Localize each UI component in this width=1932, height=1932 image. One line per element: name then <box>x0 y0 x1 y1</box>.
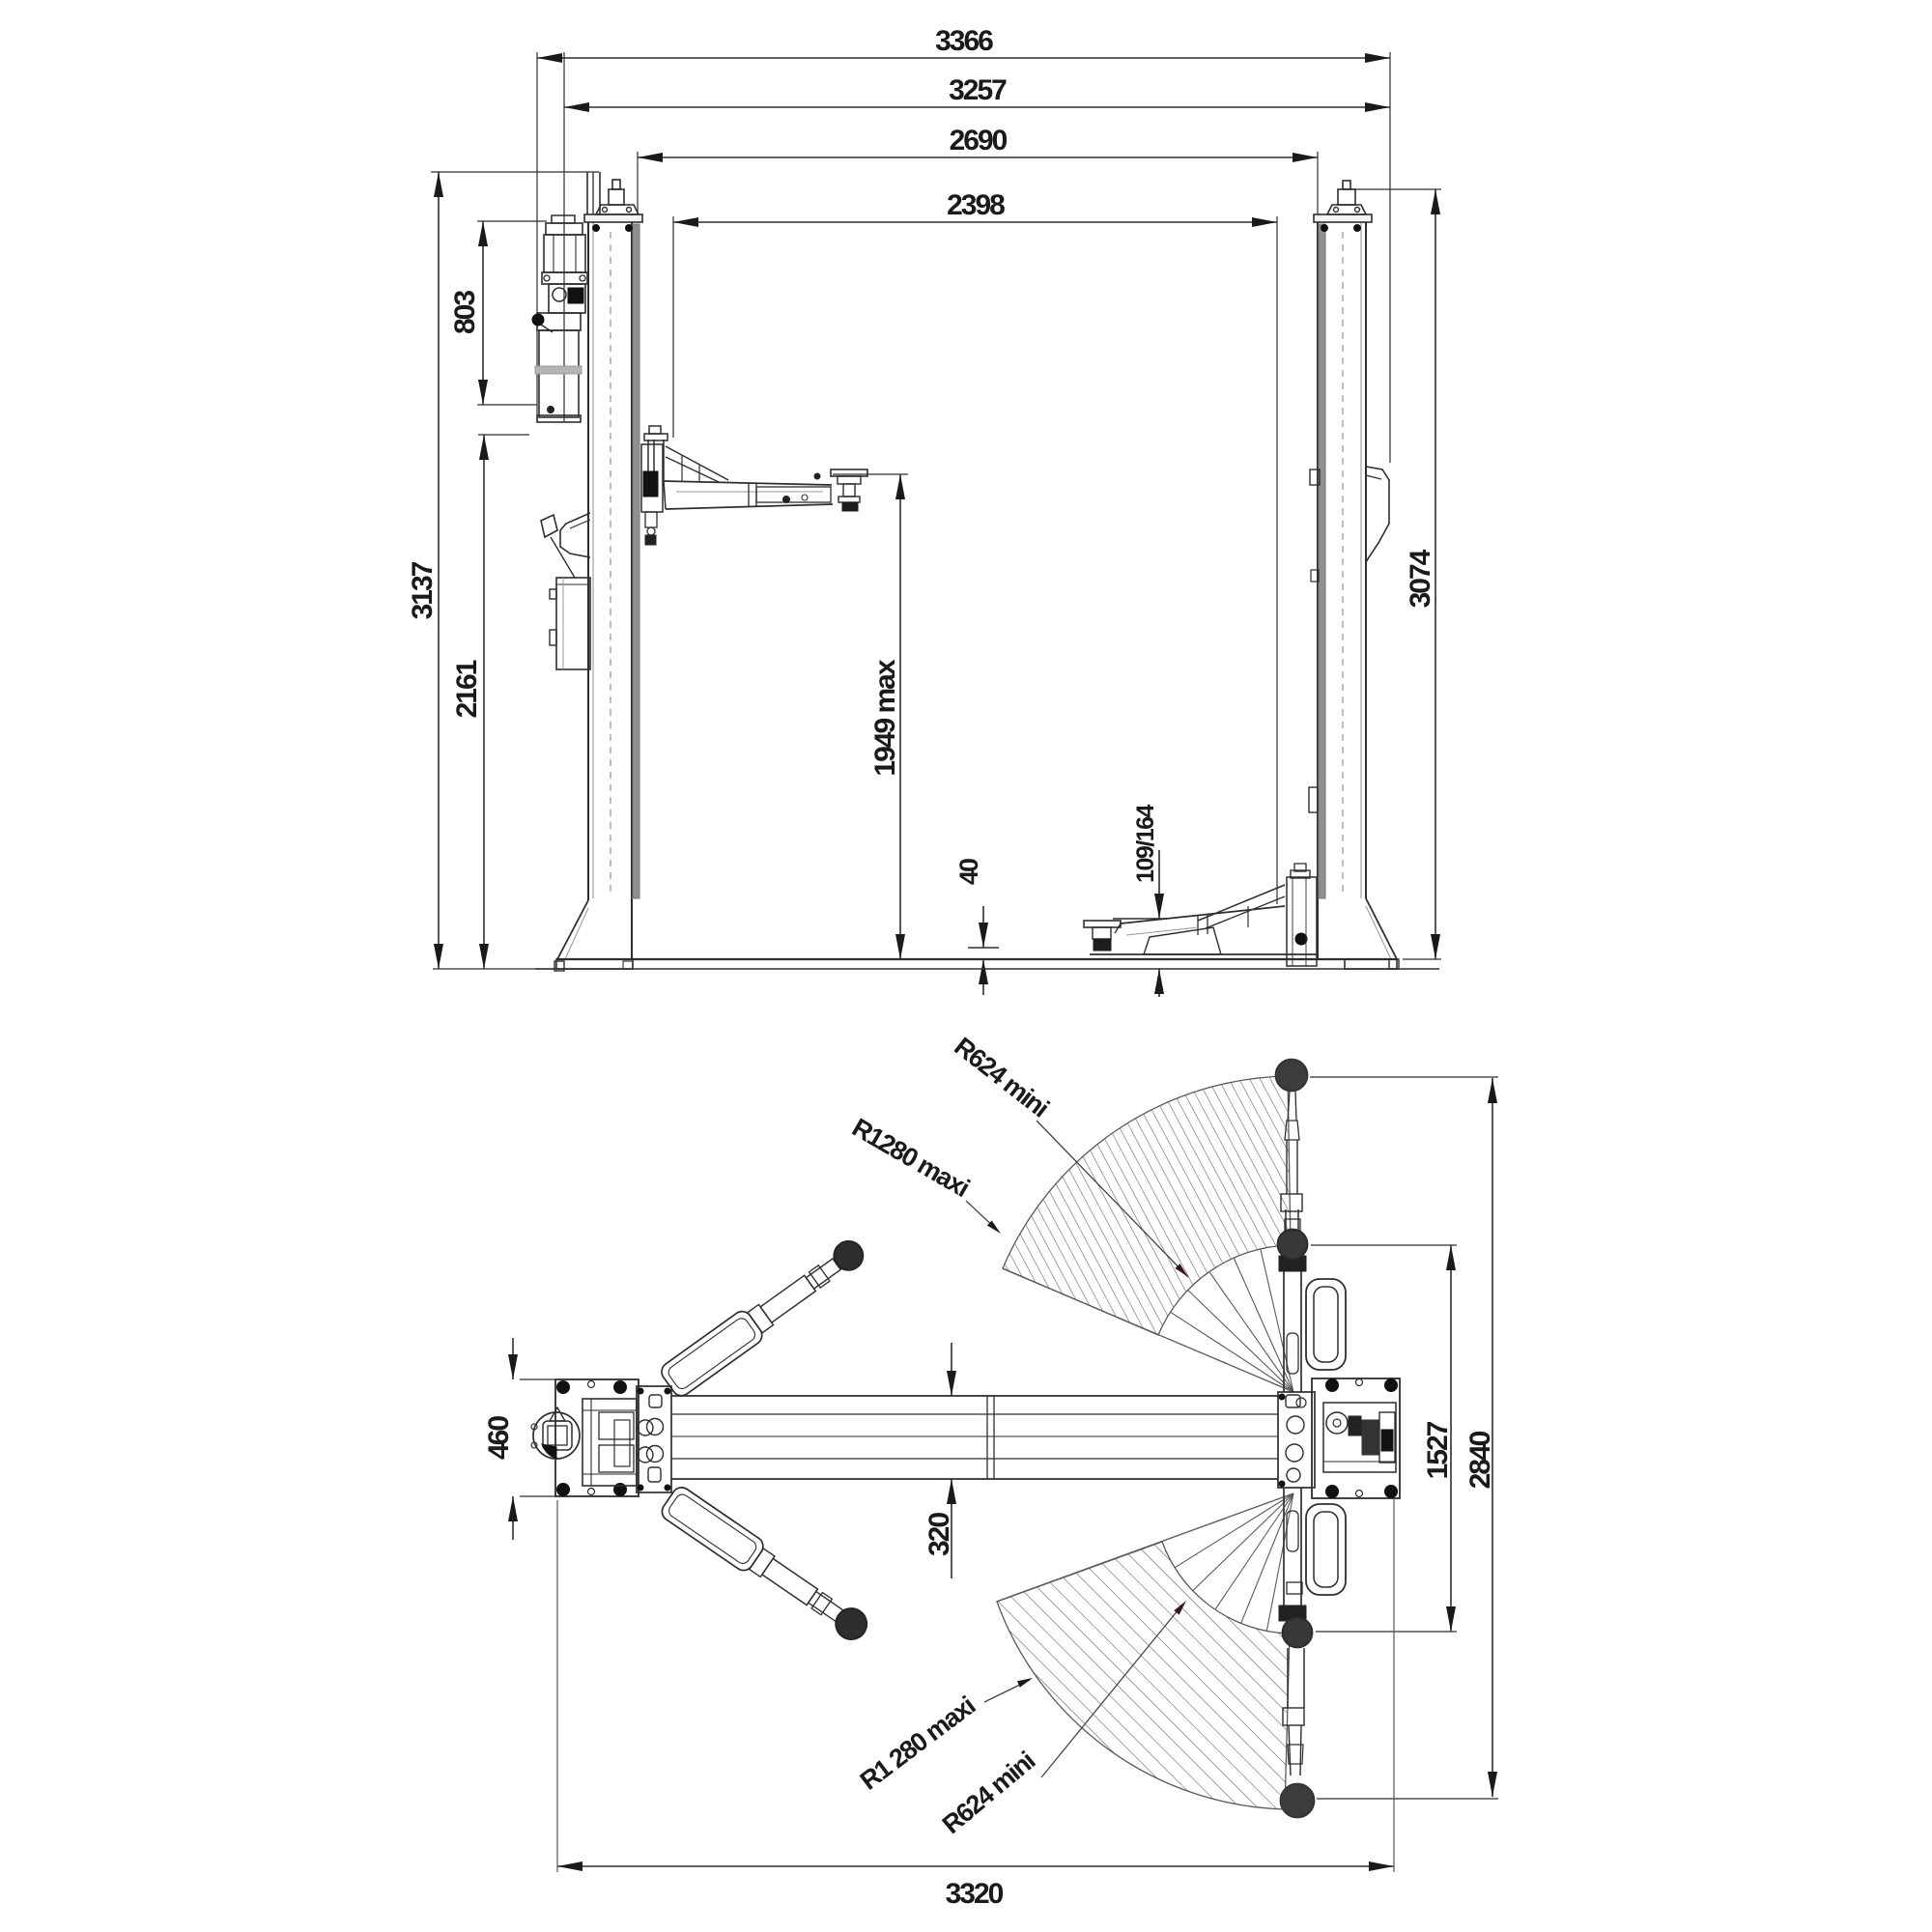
svg-text:1527: 1527 <box>1422 1421 1454 1479</box>
svg-text:2840: 2840 <box>1464 1431 1496 1489</box>
svg-text:109/164: 109/164 <box>1132 804 1159 882</box>
svg-text:3074: 3074 <box>1405 549 1436 608</box>
svg-text:460: 460 <box>483 1416 515 1460</box>
svg-text:40: 40 <box>954 859 983 885</box>
svg-text:3257: 3257 <box>949 74 1007 106</box>
svg-text:803: 803 <box>449 291 481 334</box>
svg-text:1949 max: 1949 max <box>869 659 901 776</box>
svg-text:320: 320 <box>923 1513 955 1556</box>
svg-text:2398: 2398 <box>947 189 1005 221</box>
svg-text:3320: 3320 <box>946 1878 1004 1910</box>
svg-text:2161: 2161 <box>451 660 483 718</box>
svg-text:3366: 3366 <box>935 25 993 57</box>
svg-text:2690: 2690 <box>950 125 1008 156</box>
svg-text:3137: 3137 <box>407 561 439 619</box>
